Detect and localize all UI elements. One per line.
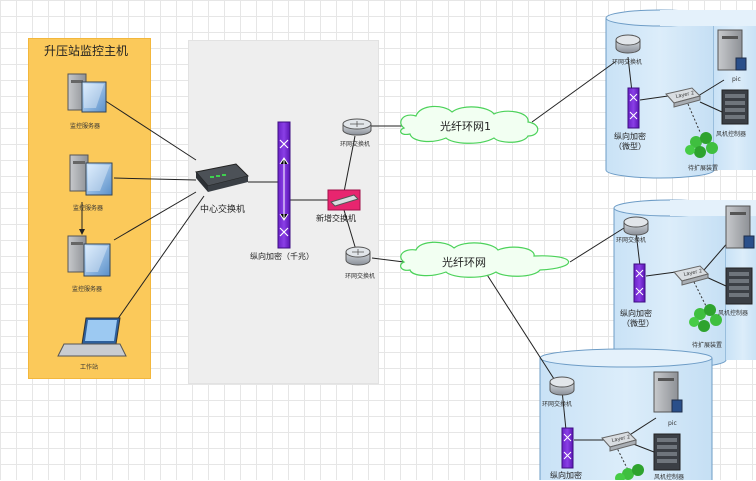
monitor-server-1-icon — [67, 73, 107, 113]
site2-expansion-device-icon — [689, 304, 722, 332]
vertical-encryption-label: 纵向加密（千兆） — [250, 252, 314, 261]
fiber-ring-cloud-top-icon — [400, 105, 539, 144]
site1-encryption-label: 纵向加密 — [614, 132, 646, 141]
site3-layer2-switch-icon — [601, 431, 637, 452]
site1-fan-controller-icon — [721, 89, 749, 125]
monitor-server-3-icon — [67, 235, 111, 277]
site3-encryption-label: 纵向加密 — [550, 471, 582, 480]
site3-pc-label: pic — [668, 420, 677, 427]
monitor-server-2-label: 监控服务器 — [73, 205, 104, 212]
ring-switch-top-label: 环网交换机 — [340, 141, 371, 148]
core-switch-label: 中心交换机 — [200, 205, 246, 215]
monitor-server-2-icon — [69, 154, 113, 196]
workstation-label: 工作站 — [80, 364, 99, 371]
core-switch-icon — [195, 163, 249, 192]
site1-fan-controller-label: 风机控制器 — [716, 131, 747, 138]
site2-ring-switch-icon — [623, 216, 649, 236]
ring-switch-top-icon — [342, 118, 372, 136]
site2-fan-controller-label: 风机控制器 — [718, 310, 749, 317]
ring-switch-bottom-label: 环网交换机 — [345, 273, 376, 280]
fiber-ring-cloud-bottom-icon — [400, 241, 570, 278]
site2-encryption-sublabel: （微型） — [622, 319, 654, 328]
fiber-ring-top-label: 光纤环网1 — [440, 120, 491, 133]
site2-fan-controller-icon — [725, 267, 753, 305]
site1-layer2-label: Layer 2 — [675, 90, 695, 100]
workstation-laptop-icon — [57, 317, 127, 357]
monitor-server-3-label: 监控服务器 — [72, 286, 103, 293]
site1-ring-switch-icon — [615, 34, 641, 54]
dashed-links — [615, 103, 707, 471]
site2-layer2-label: Layer 2 — [683, 268, 703, 278]
site3-encryption-icon — [561, 427, 574, 469]
new-switch-label: 新增交换机 — [316, 214, 356, 223]
site1-expansion-device-icon — [685, 132, 718, 158]
site2-ring-switch-label: 环网交换机 — [616, 237, 647, 244]
site1-pc-label: pic — [732, 76, 741, 83]
site3-ring-switch-icon — [549, 376, 575, 396]
ring-switch-bottom-icon — [345, 246, 371, 266]
site3-ring-switch-label: 环网交换机 — [542, 401, 573, 408]
site3-pc-icon — [653, 371, 683, 413]
site1-encryption-icon — [627, 87, 640, 129]
site2-pc-icon — [725, 205, 755, 249]
site1-ring-switch-label: 环网交换机 — [612, 59, 643, 66]
site1-pc-icon — [717, 29, 747, 71]
site-cylinder-1 — [605, 9, 756, 179]
site1-encryption-sublabel: （微型） — [614, 142, 646, 151]
connection-lines — [79, 56, 731, 453]
booster-station-title: 升压站监控主机 — [44, 44, 129, 58]
site3-fan-controller-label: 风机控制器 — [654, 474, 685, 481]
site2-encryption-label: 纵向加密 — [620, 309, 652, 318]
site2-layer2-switch-icon — [673, 265, 709, 286]
site1-expansion-label: 待扩展装置 — [688, 165, 719, 172]
vertical-encryption-main-icon — [277, 121, 291, 249]
site2-expansion-label: 待扩展装置 — [692, 342, 723, 349]
monitor-server-1-label: 监控服务器 — [70, 123, 101, 130]
new-switch-icon — [327, 189, 361, 211]
site3-expansion-device-icon — [615, 464, 644, 480]
site2-encryption-icon — [633, 263, 646, 303]
site3-layer2-label: Layer 2 — [611, 434, 631, 444]
site1-layer2-switch-icon — [665, 87, 701, 108]
fiber-ring-bottom-label: 光纤环网 — [442, 256, 486, 269]
site3-fan-controller-icon — [653, 433, 681, 471]
